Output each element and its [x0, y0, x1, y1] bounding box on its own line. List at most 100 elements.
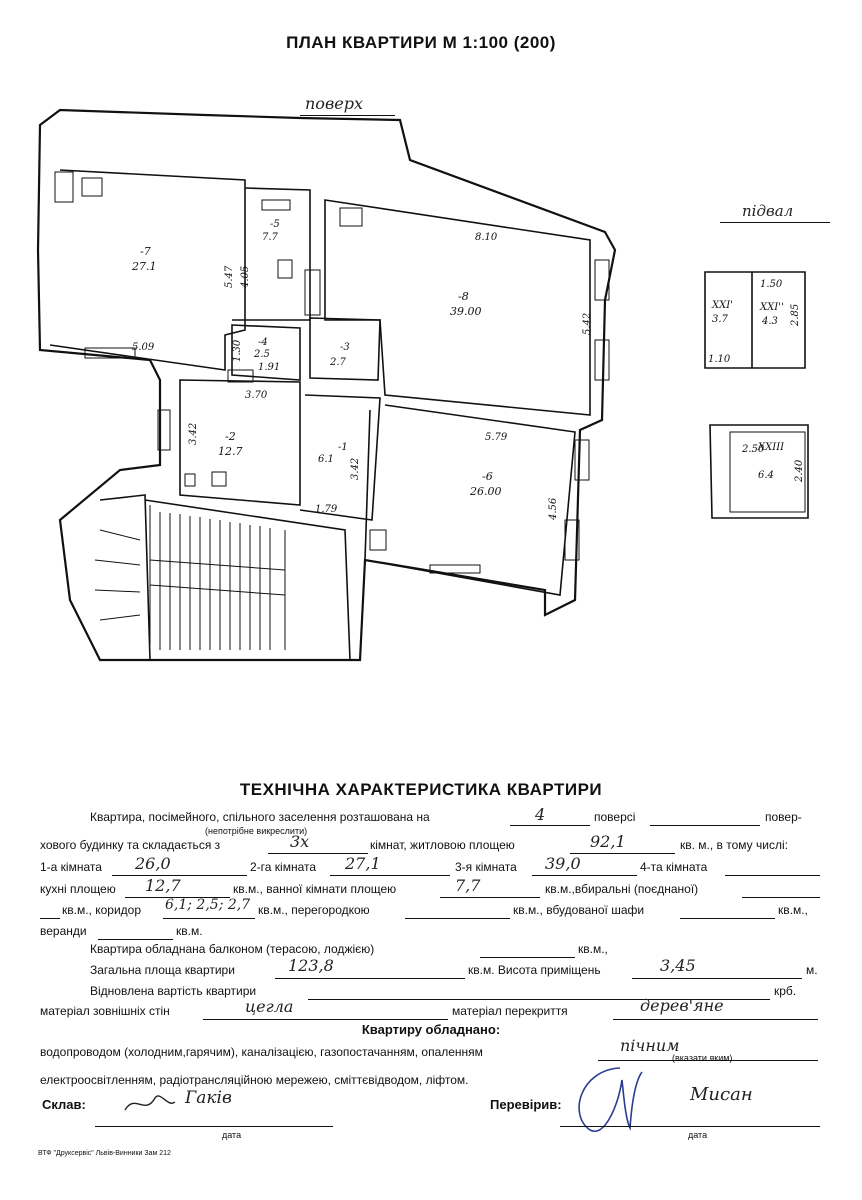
- row7-text-b: кв.м.,: [578, 942, 608, 956]
- room-6-num: -6: [482, 470, 493, 483]
- walls-material-value: цегла: [245, 997, 294, 1016]
- heating-type-value: пічним: [620, 1036, 680, 1055]
- row9-text-a: Відновлена вартість квартири: [90, 984, 257, 998]
- row8-text-a: Загальна площа квартири: [90, 963, 235, 977]
- room-2-num: -2: [225, 430, 236, 443]
- checked-label: Перевірив:: [490, 1097, 562, 1112]
- composed-date-label: дата: [222, 1130, 242, 1140]
- room-4-num: -4: [258, 337, 268, 348]
- dim-1-79: 1.79: [315, 504, 338, 515]
- ceiling-height-value: 3,45: [660, 956, 696, 975]
- room-8-num: -8: [458, 290, 469, 303]
- checked-line: [560, 1126, 820, 1127]
- dim-3-42-left: 3.42: [188, 423, 199, 445]
- row3-r3-line: [532, 875, 637, 876]
- floor-number-value: 4: [535, 805, 546, 824]
- dim-8-10: 8.10: [475, 232, 498, 243]
- floor-note-underline: [300, 115, 395, 116]
- dim-5-09: 5.09: [132, 342, 155, 353]
- row9-text-b: крб.: [774, 984, 797, 998]
- basement-room-xxi1-area: 3.7: [712, 314, 729, 325]
- total-area-value: 123,8: [288, 956, 334, 975]
- row3-r1-line: [112, 875, 247, 876]
- dim-4-05: 4.05: [240, 266, 251, 289]
- basement-room-xxi2-num: XXI'': [759, 302, 784, 313]
- row1-blank-line: [650, 825, 760, 826]
- tech-title: ТЕХНІЧНА ХАРАКТЕРИСТИКА КВАРТИРИ: [239, 780, 603, 799]
- row5-corridor-line: [163, 918, 255, 919]
- row5-partition-line: [405, 918, 510, 919]
- row8-text-b: кв.м. Висота приміщень: [468, 963, 601, 977]
- row3-text-b: 2-га кімната: [250, 860, 317, 874]
- composed-label: Склав:: [42, 1097, 86, 1112]
- basement-room-xxiii-area: 6.4: [758, 470, 774, 481]
- row1-text-a: Квартира, посімейного, спільного заселен…: [90, 810, 430, 824]
- row11-note: (вказати яким): [672, 1053, 733, 1063]
- room-1-num: -1: [338, 442, 348, 453]
- basement-room-xxiii-num: XXIII: [757, 442, 785, 453]
- row12-text: електроосвітленням, радіотрансляційною м…: [40, 1073, 469, 1087]
- row10-text-a: матеріал зовнішніх стін: [40, 1004, 170, 1018]
- row5-text-a: кв.м., коридор: [62, 903, 141, 917]
- composed-signature: Гаків: [185, 1088, 232, 1108]
- row1-text-c: повер-: [765, 810, 802, 824]
- row2-rooms-line: [268, 853, 368, 854]
- row5-text-c: кв.м., вбудованої шафи: [513, 903, 645, 917]
- basement-dim-2-50: 2.50: [741, 444, 765, 455]
- row3-text-c: 3-я кімната: [455, 860, 517, 874]
- row4-kitchen-line: [125, 897, 230, 898]
- row2-text-a: хового будинку та складається з: [40, 838, 221, 852]
- row6-text-a: веранди: [40, 924, 87, 938]
- room-3-num: -3: [340, 342, 350, 353]
- checked-signature: Мисан: [690, 1084, 753, 1105]
- row8-total-line: [275, 978, 465, 979]
- composed-line: [95, 1126, 333, 1127]
- row2-text-b: кімнат, житловою площею: [370, 838, 515, 852]
- row2-living-line: [570, 853, 675, 854]
- row4-bath-line: [440, 897, 540, 898]
- row5-closet-line: [680, 918, 775, 919]
- row5-text-b: кв.м., перегородкою: [258, 903, 370, 917]
- row10-floors-line: [613, 1019, 818, 1020]
- basement-note: підвал: [742, 202, 794, 220]
- row3-text-a: 1-а кімната: [40, 860, 102, 874]
- room-8-area: 39.00: [450, 305, 482, 318]
- row7-balcony-line: [480, 957, 575, 958]
- dim-5-79: 5.79: [485, 432, 508, 443]
- row8-text-c: м.: [806, 963, 818, 977]
- dim-3-70: 3.70: [245, 390, 268, 401]
- basement-dim-2-85: 2.85: [790, 304, 801, 327]
- room-3-area: 2.7: [329, 357, 347, 368]
- row4-text-a: кухні площею: [40, 882, 116, 896]
- bath-area-value: 7,7: [455, 876, 481, 895]
- corridor-area-value: 6,1; 2,5; 2,7: [165, 897, 251, 913]
- row3-text-d: 4-та кімната: [640, 860, 708, 874]
- row6-veranda-line: [98, 939, 173, 940]
- dim-3-42-right: 3.42: [350, 458, 361, 480]
- checked-date-label: дата: [688, 1130, 708, 1140]
- dim-5-42: 5.42: [582, 313, 593, 335]
- row11-heating-line: [598, 1060, 818, 1061]
- row1-note: (непотрібне викреслити): [205, 826, 308, 836]
- basement-room-xxi1-num: XXI': [711, 300, 733, 311]
- row3-r4-line: [725, 875, 820, 876]
- kitchen-area-value: 12,7: [145, 876, 181, 895]
- room-6-area: 26.00: [469, 485, 502, 498]
- row4-text-b: кв.м., ванної кімнати площею: [233, 882, 397, 896]
- floors-material-value: дерев'яне: [640, 996, 724, 1015]
- row2-text-c: кв. м., в тому числі:: [680, 838, 788, 852]
- dim-1-30: 1.30: [232, 339, 243, 362]
- row9-value-line: [308, 999, 770, 1000]
- row8-height-line: [632, 978, 802, 979]
- room-7-area: 27.1: [131, 260, 157, 273]
- plan-title: ПЛАН КВАРТИРИ М 1:100 (200): [286, 33, 556, 52]
- row10-text-b: матеріал перекриття: [452, 1004, 568, 1018]
- room3-area-value: 39,0: [545, 854, 581, 873]
- printer-footer: ВТФ "Друксервіс" Львів-Винники Зам 212: [38, 1150, 171, 1157]
- living-area-value: 92,1: [590, 832, 626, 851]
- basement-note-underline: [720, 222, 830, 223]
- room2-area-value: 27,1: [345, 854, 381, 873]
- basement-dim-2-40: 2.40: [794, 459, 805, 483]
- room-1-area: 6.1: [318, 454, 334, 465]
- room-4-area: 2.5: [253, 349, 270, 360]
